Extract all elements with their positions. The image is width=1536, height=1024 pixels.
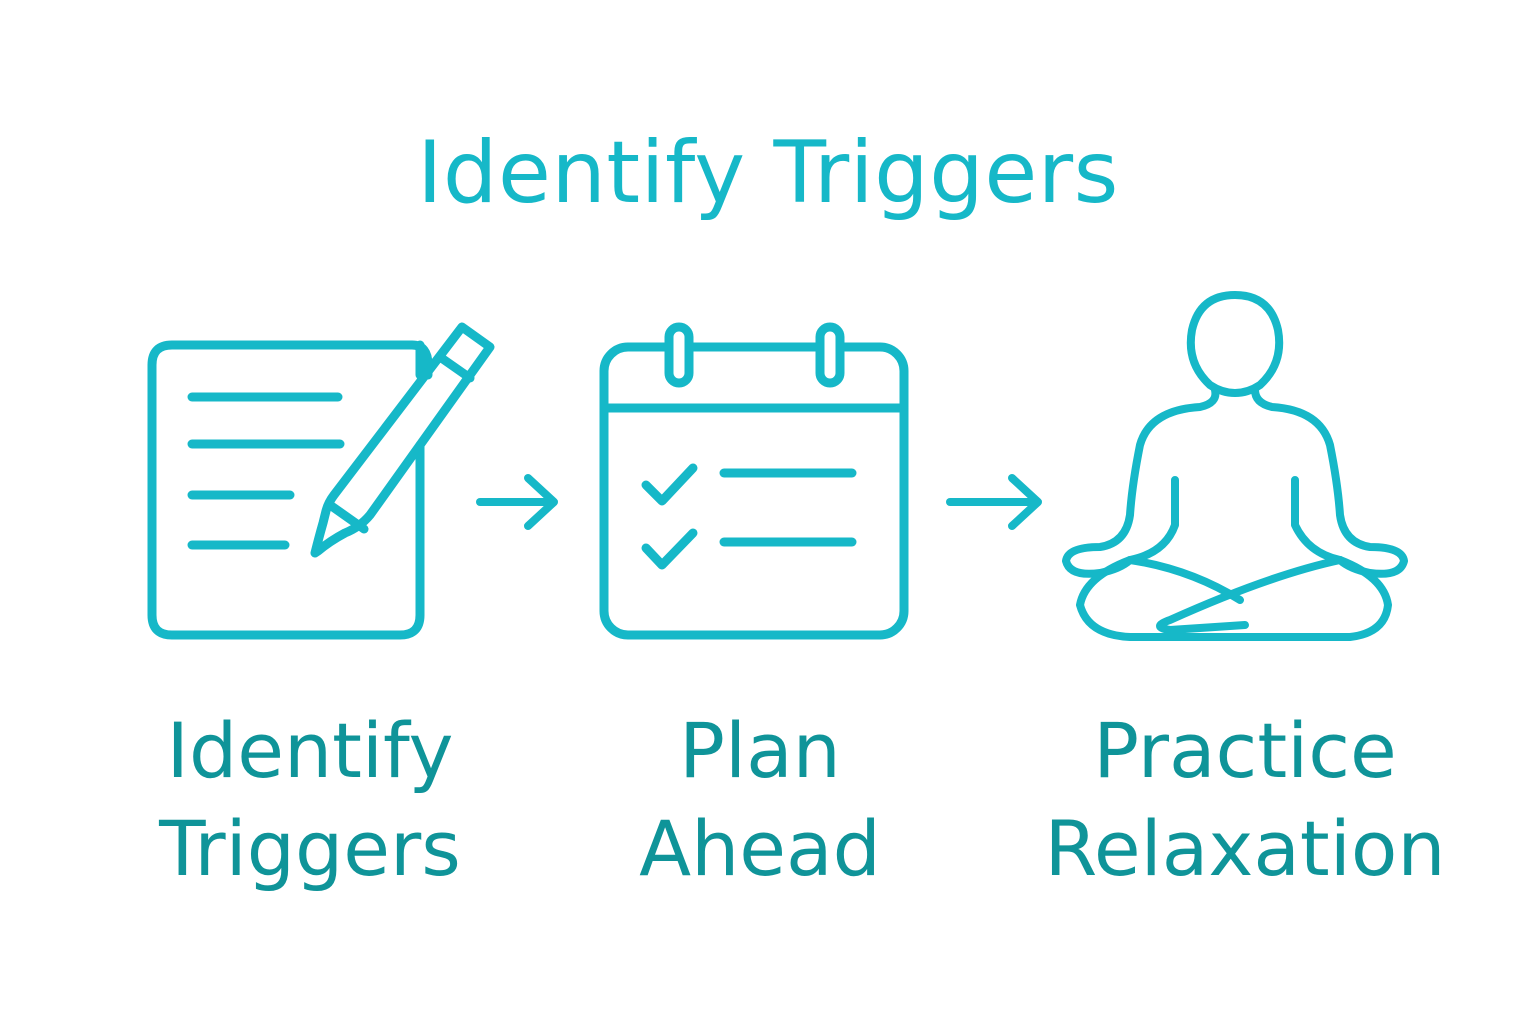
notepad-pencil-icon [140, 315, 505, 650]
step-label-line: Relaxation [1044, 804, 1446, 893]
step-label-line: Practice [1093, 706, 1397, 795]
step-label-line: Ahead [639, 804, 881, 893]
step-label-identify-triggers: Identify Triggers [105, 702, 515, 898]
meditation-icon [1050, 285, 1420, 650]
diagram-title: Identify Triggers [417, 123, 1119, 223]
calendar-checklist-icon [590, 315, 920, 650]
step-label-line: Identify [166, 706, 454, 795]
step-label-line: Plan [679, 706, 841, 795]
step-label-practice-relaxation: Practice Relaxation [1000, 702, 1490, 898]
arrow-right-icon [940, 470, 1050, 534]
arrow-right-icon [470, 470, 565, 534]
step-label-plan-ahead: Plan Ahead [555, 702, 965, 898]
step-label-line: Triggers [159, 804, 461, 893]
